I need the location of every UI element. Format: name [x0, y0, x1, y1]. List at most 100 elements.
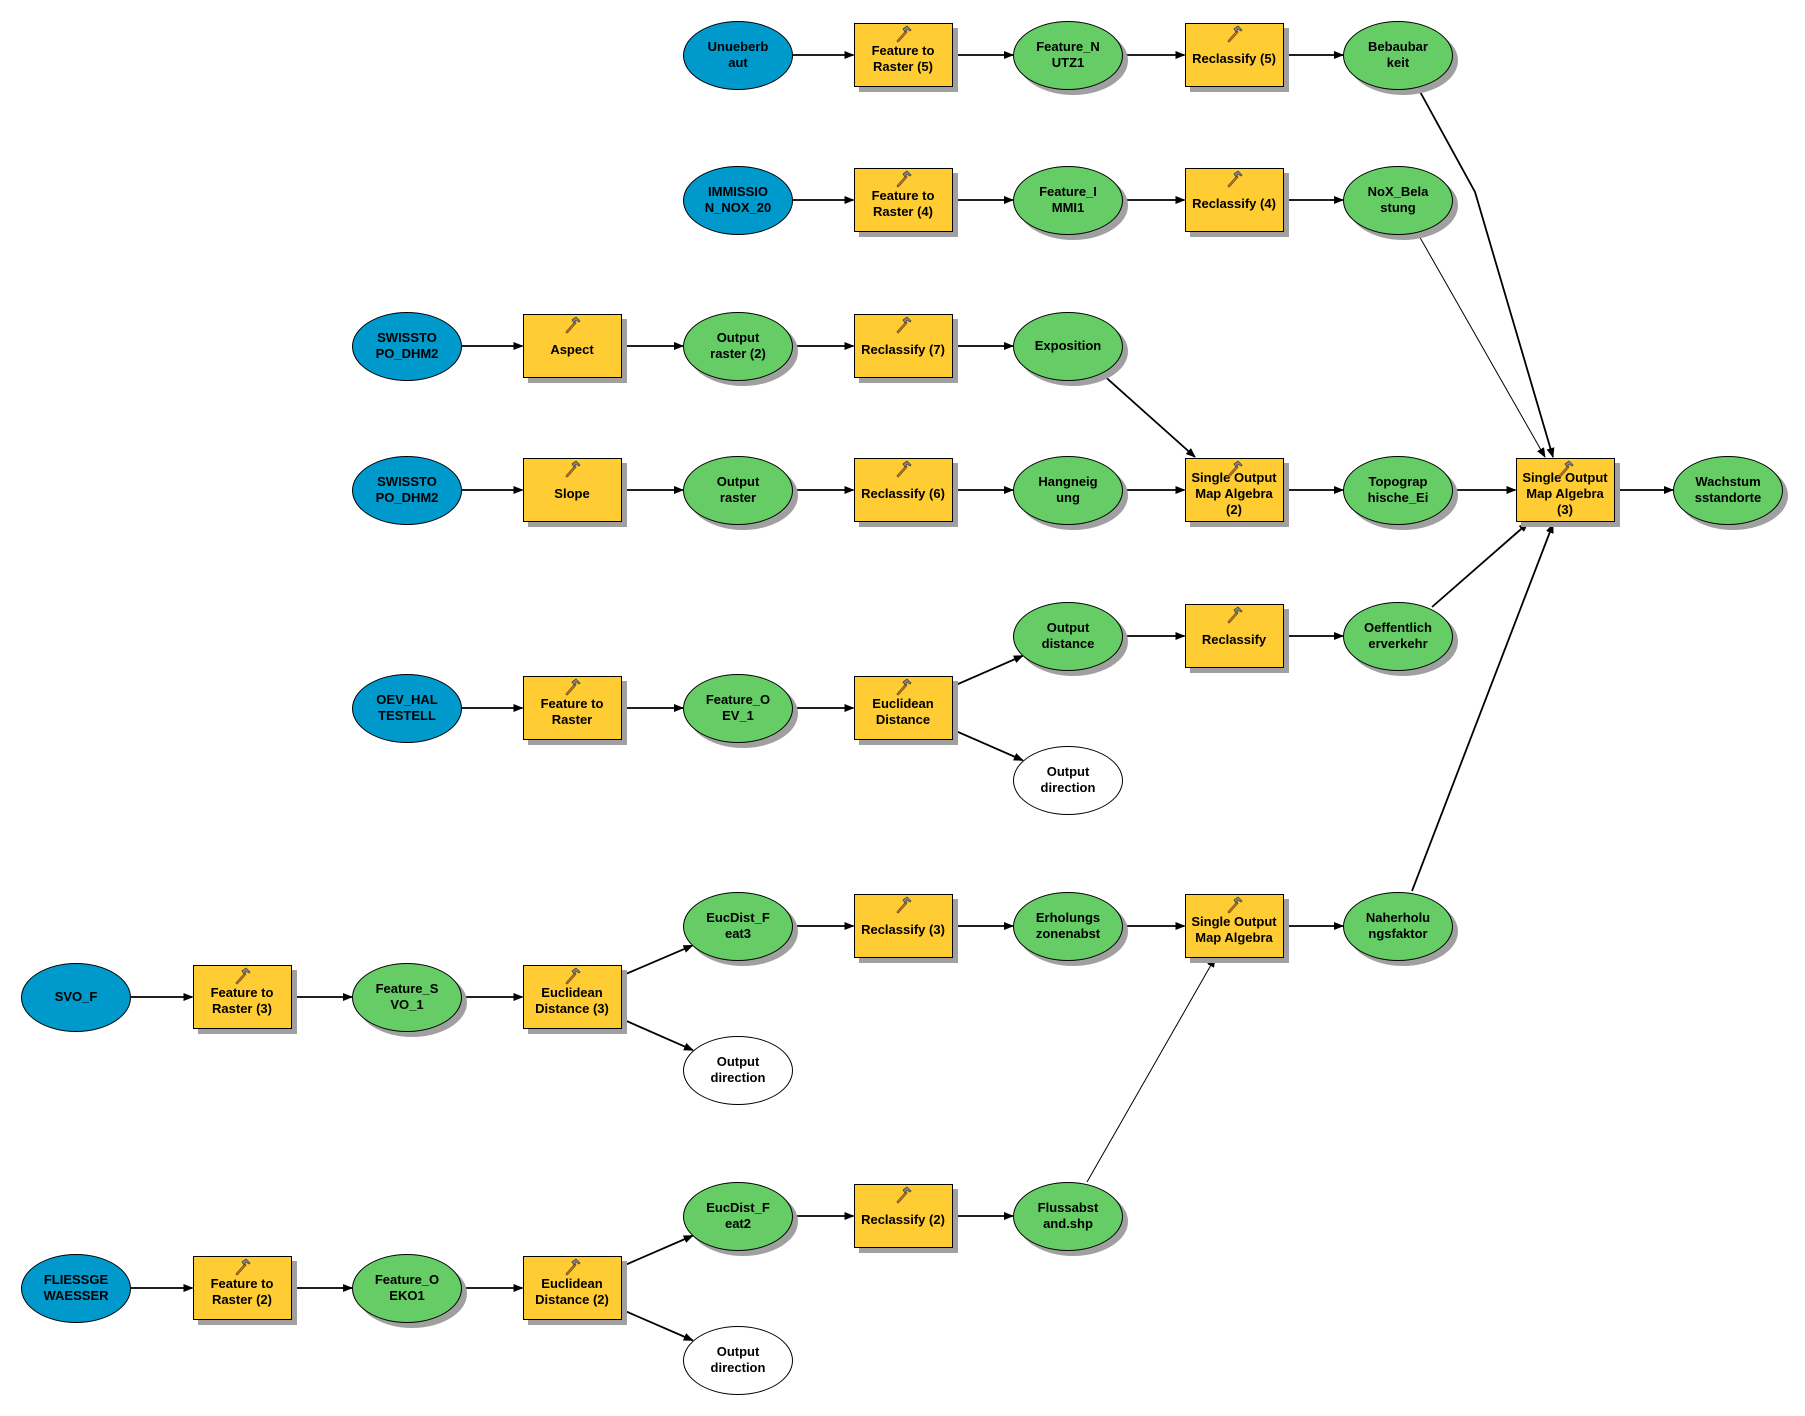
hammer-icon — [1227, 170, 1243, 188]
tool-reclass6[interactable]: Reclassify (6) — [853, 458, 958, 527]
tool-reclass2[interactable]: Reclassify (2) — [853, 1184, 958, 1253]
tool-eucdist3[interactable]: Euclidean Distance (3) — [522, 965, 627, 1034]
output-data-topographische[interactable]: Topograp hische_Ei — [1343, 455, 1458, 530]
tool-eucdist[interactable]: Euclidean Distance — [853, 676, 958, 745]
output-data-output-distance[interactable]: Output distance — [1013, 601, 1128, 676]
tool-ftr5[interactable]: Feature to Raster (5) — [853, 23, 958, 92]
node-shape — [352, 311, 462, 381]
output-data-naherholung[interactable]: Naherholu ngsfaktor — [1343, 891, 1458, 966]
node-label: Output raster — [716, 474, 760, 505]
output-data-erholungs[interactable]: Erholungs zonenabst — [1013, 891, 1128, 966]
node-label: Unueberb aut — [707, 39, 769, 70]
node-shape — [352, 1253, 462, 1323]
connector-bebaubarkeit-to-soma3[interactable] — [1417, 87, 1555, 458]
output-data-output-direction3[interactable]: Output direction — [683, 1035, 793, 1105]
hammer-icon — [896, 460, 912, 478]
node-label: Output raster (2) — [710, 330, 766, 361]
output-data-exposition[interactable]: Exposition — [1013, 311, 1128, 386]
input-data-immission[interactable]: IMMISSIO N_NOX_20 — [683, 165, 793, 235]
output-data-eucdist-feat2[interactable]: EucDist_F eat2 — [683, 1181, 798, 1256]
tool-reclass7[interactable]: Reclassify (7) — [853, 314, 958, 383]
output-data-output-raster[interactable]: Output raster — [683, 455, 798, 530]
input-data-unueberbaut[interactable]: Unueberb aut — [683, 20, 793, 90]
node-shape — [683, 891, 793, 961]
tool-soma[interactable]: Single Output Map Algebra — [1184, 894, 1289, 963]
tool-ftr[interactable]: Feature to Raster — [522, 676, 627, 745]
input-data-svo-f[interactable]: SVO_F — [21, 962, 131, 1032]
node-shape — [1343, 601, 1453, 671]
tool-ftr4[interactable]: Feature to Raster (4) — [853, 168, 958, 237]
node-label: Single Output Map Algebra (2) — [1191, 470, 1277, 517]
output-data-feature-oev1[interactable]: Feature_O EV_1 — [683, 673, 798, 748]
output-data-nox-belastung[interactable]: NoX_Bela stung — [1343, 165, 1458, 240]
node-label: Feature to Raster — [540, 696, 604, 727]
tool-soma3[interactable]: Single Output Map Algebra (3) — [1515, 458, 1620, 527]
hammer-icon — [896, 1186, 912, 1204]
node-label: Euclidean Distance (2) — [535, 1276, 609, 1307]
node-label: SWISSTO PO_DHM2 — [375, 330, 439, 361]
node-label: Feature to Raster (4) — [871, 188, 935, 219]
node-shape — [352, 673, 462, 743]
output-data-feature-nutz1[interactable]: Feature_N UTZ1 — [1013, 20, 1128, 95]
tool-soma2[interactable]: Single Output Map Algebra (2) — [1184, 458, 1289, 527]
tool-slope[interactable]: Slope — [522, 458, 627, 527]
node-shape — [1013, 745, 1123, 815]
connector-exposition-to-soma2[interactable] — [1100, 372, 1196, 458]
node-label: Output direction — [1040, 764, 1096, 795]
output-data-output-raster2[interactable]: Output raster (2) — [683, 311, 798, 386]
tool-eucdist2[interactable]: Euclidean Distance (2) — [522, 1256, 627, 1325]
connector-eucdist3-to-eucdist-feat3[interactable] — [621, 944, 694, 977]
output-data-output-direction1[interactable]: Output direction — [1013, 745, 1123, 815]
input-data-dhm2-a[interactable]: SWISSTO PO_DHM2 — [352, 311, 462, 381]
connector-eucdist2-to-eucdist-feat2[interactable] — [621, 1234, 694, 1268]
tool-aspect[interactable]: Aspect — [522, 314, 627, 383]
node-label: Feature to Raster (5) — [871, 43, 935, 74]
input-data-dhm2-b[interactable]: SWISSTO PO_DHM2 — [352, 455, 462, 525]
output-data-output-direction2[interactable]: Output direction — [683, 1325, 793, 1395]
tool-reclass4[interactable]: Reclassify (4) — [1184, 168, 1289, 237]
node-shape — [1343, 20, 1453, 90]
connector-eucdist-to-output-distance[interactable] — [952, 654, 1024, 688]
output-data-feature-svo1[interactable]: Feature_S VO_1 — [352, 962, 467, 1037]
connector-flussabstand-to-soma[interactable] — [1086, 957, 1216, 1183]
output-data-feature-immi1[interactable]: Feature_I MMI1 — [1013, 165, 1128, 240]
input-data-fliessgewaesser[interactable]: FLIESSGE WAESSER — [21, 1253, 131, 1323]
node-label: Single Output Map Algebra (3) — [1522, 470, 1608, 517]
output-data-bebaubarkeit[interactable]: Bebaubar keit — [1343, 20, 1458, 95]
tool-ftr2[interactable]: Feature to Raster (2) — [192, 1256, 297, 1325]
node-shape — [352, 455, 462, 525]
node-label: Feature_N UTZ1 — [1036, 39, 1100, 70]
output-data-feature-oeko1[interactable]: Feature_O EKO1 — [352, 1253, 467, 1328]
connector-eucdist3-to-output-direction3[interactable] — [621, 1017, 694, 1052]
node-shape — [683, 311, 793, 381]
node-label: Feature_O EV_1 — [705, 692, 771, 723]
output-data-eucdist-feat3[interactable]: EucDist_F eat3 — [683, 891, 798, 966]
tool-reclass5[interactable]: Reclassify (5) — [1184, 23, 1289, 92]
hammer-icon — [896, 25, 912, 43]
output-data-flussabstand[interactable]: Flussabst and.shp — [1013, 1181, 1128, 1256]
node-label: Euclidean Distance (3) — [535, 985, 609, 1016]
output-data-wachstum[interactable]: Wachstum sstandorte — [1673, 455, 1788, 530]
output-data-oeffentlich[interactable]: Oeffentlich erverkehr — [1343, 601, 1458, 676]
connections-layer — [131, 51, 1674, 1342]
tool-reclass[interactable]: Reclassify — [1184, 604, 1289, 673]
hammer-icon — [896, 170, 912, 188]
hammer-icon — [565, 967, 581, 985]
node-shape — [1184, 23, 1284, 87]
connector-eucdist2-to-output-direction2[interactable] — [621, 1308, 694, 1342]
connector-oeffentlich-to-soma3[interactable] — [1431, 522, 1529, 608]
connector-nox-belastung-to-soma3[interactable] — [1417, 233, 1546, 458]
connector-naherholung-to-soma3[interactable] — [1411, 523, 1554, 892]
connector-eucdist-to-output-direction1[interactable] — [952, 728, 1024, 762]
node-shape — [683, 1181, 793, 1251]
hammer-icon — [565, 678, 581, 696]
tool-ftr3[interactable]: Feature to Raster (3) — [192, 965, 297, 1034]
hammer-icon — [896, 678, 912, 696]
input-data-oev[interactable]: OEV_HAL TESTELL — [352, 673, 462, 743]
node-label: SWISSTO PO_DHM2 — [375, 474, 439, 505]
node-shape — [683, 673, 793, 743]
hammer-icon — [896, 316, 912, 334]
tool-reclass3[interactable]: Reclassify (3) — [853, 894, 958, 963]
output-data-hangneigung[interactable]: Hangneig ung — [1013, 455, 1128, 530]
